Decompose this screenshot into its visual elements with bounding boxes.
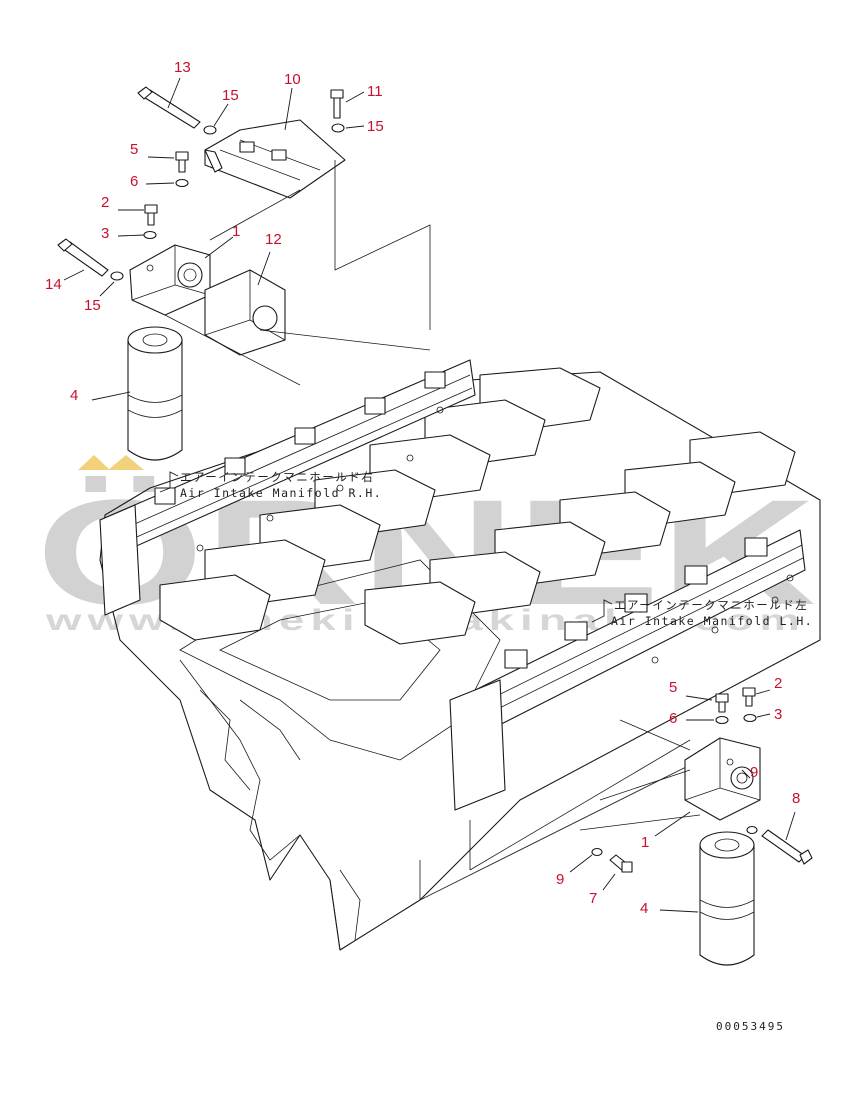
callout-6-top: 6 (130, 173, 138, 190)
washer-15-right (331, 123, 345, 133)
note-rh-en: Air Intake Manifold R.H. (180, 486, 382, 500)
callout-15-top: 15 (222, 87, 239, 104)
callouts: 13 10 15 11 15 5 6 2 3 1 12 14 15 4 5 2 … (45, 59, 800, 917)
bolt-13 (137, 86, 201, 129)
washer-15-left (110, 271, 124, 281)
bolt-5-bottom (715, 693, 729, 713)
watermark-accent-left (78, 455, 110, 470)
callout-6-bottom: 6 (669, 710, 677, 727)
washer-3-bottom (743, 713, 757, 723)
manifold-notes: エアーインテークマニホールド右 Air Intake Manifold R.H.… (159, 470, 813, 628)
washer-9-right (746, 825, 758, 835)
filter-head-1-top (129, 244, 211, 316)
washer-6-bottom (715, 715, 729, 725)
callout-15-left: 15 (84, 297, 101, 314)
callout-8: 8 (792, 790, 800, 807)
filter-head-1-bottom (684, 737, 761, 821)
callout-1-bottom: 1 (641, 834, 649, 851)
callout-2-top: 2 (101, 194, 109, 211)
callout-9-left: 9 (556, 871, 564, 888)
engine-block (99, 359, 821, 951)
lower-filter-assembly (579, 687, 813, 966)
bracket-10 (204, 119, 346, 199)
oil-filter-4-top (127, 326, 183, 461)
callout-15-right: 15 (367, 118, 384, 135)
callout-10: 10 (284, 71, 301, 88)
cylinder-heads-rh (159, 367, 601, 641)
air-intake-manifold-lh (449, 529, 806, 811)
callout-3-top: 3 (101, 225, 109, 242)
oil-filter-4-bottom (699, 831, 755, 966)
callout-13: 13 (174, 59, 191, 76)
callout-5-bottom: 5 (669, 679, 677, 696)
upper-filter-assembly (57, 86, 431, 461)
washer-15-top (203, 125, 217, 135)
bolt-11 (330, 89, 344, 119)
washer-3-top (143, 230, 157, 240)
bolt-5-top (175, 151, 189, 173)
note-rh-jp: エアーインテークマニホールド右 (180, 470, 374, 484)
bolt-7 (609, 854, 633, 873)
leader-lines (63, 77, 796, 913)
callout-1-top: 1 (232, 223, 240, 240)
callout-7: 7 (589, 890, 597, 907)
callout-2-bottom: 2 (774, 675, 782, 692)
bolt-2-bottom (742, 687, 756, 707)
callout-4-bottom: 4 (640, 900, 648, 917)
air-intake-manifold-rh (99, 359, 476, 616)
callout-5-top: 5 (130, 141, 138, 158)
guide-lines-bottom (579, 719, 701, 831)
spacer-12 (204, 269, 286, 356)
callout-4-top: 4 (70, 387, 78, 404)
callout-9-right: 9 (750, 764, 758, 781)
washer-9-left (591, 847, 603, 857)
washer-6-top (175, 178, 189, 188)
note-lh-jp: エアーインテークマニホールド左 (614, 598, 808, 612)
watermark-accent-right (108, 455, 144, 470)
callout-11: 11 (367, 83, 383, 100)
drawing-number: 00053495 (716, 1020, 785, 1033)
callout-3-bottom: 3 (774, 706, 782, 723)
bolt-8 (761, 829, 813, 865)
callout-12: 12 (265, 231, 282, 248)
note-lh-en: Air Intake Manifold L.H. (611, 614, 813, 628)
callout-14: 14 (45, 276, 62, 293)
cylinder-heads-lh (364, 431, 796, 645)
bolt-2-top (144, 204, 158, 226)
guide-lines-top (164, 160, 431, 386)
bolt-14 (57, 238, 109, 277)
